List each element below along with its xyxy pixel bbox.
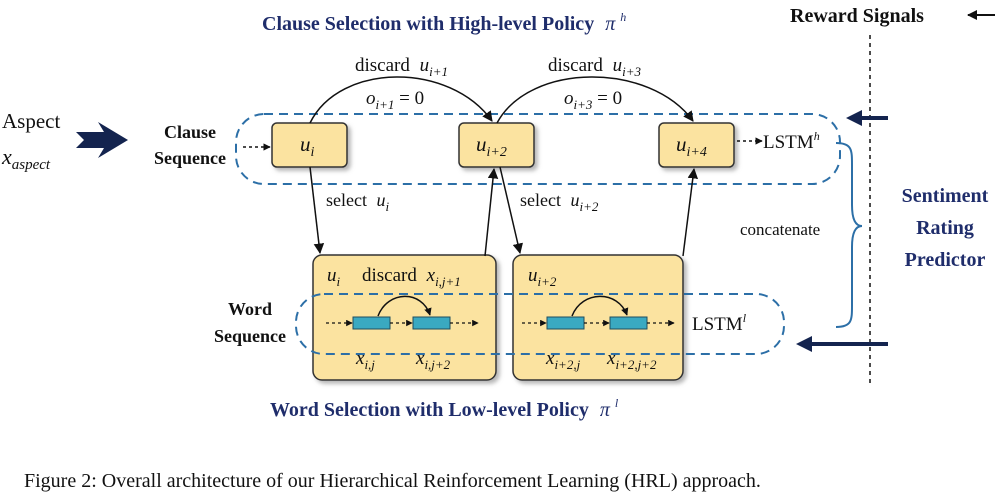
low-policy-title: Word Selection with Low-level Policy π l bbox=[270, 396, 619, 421]
select-arrow-1 bbox=[309, 166, 325, 255]
svg-text:ui+4: ui+4 bbox=[676, 132, 707, 160]
aspect-variable: xaspect bbox=[1, 144, 51, 173]
svg-text:discard xi,j+1: discard xi,j+1 bbox=[362, 265, 461, 289]
panel1-to-clause2-arrow bbox=[484, 167, 499, 257]
reward-arrow-low bbox=[796, 336, 888, 352]
panel2-to-clause4-arrow bbox=[682, 167, 699, 257]
reward-signals-label: Reward Signals bbox=[790, 5, 924, 27]
select-label-1: select ui bbox=[326, 190, 389, 214]
discard-arc-2 bbox=[496, 76, 694, 124]
discard-label-2: discard ui+3 bbox=[548, 55, 642, 79]
svg-text:xi,j+2: xi,j+2 bbox=[415, 348, 451, 372]
clause-box-u-i-plus-2: ui+2 bbox=[458, 122, 535, 168]
high-policy-title: Clause Selection with High-level Policy … bbox=[262, 10, 626, 35]
aspect-label: Aspect bbox=[2, 109, 60, 133]
word-panel-u-i: ui discard xi,j+1 xi,j xi,j+2 bbox=[312, 254, 497, 381]
concatenate-brace bbox=[835, 142, 863, 328]
select-label-2: select ui+2 bbox=[520, 190, 599, 214]
clause-sequence-container bbox=[235, 113, 841, 185]
sentiment-label-3: Predictor bbox=[905, 249, 986, 271]
sentiment-label-2: Rating bbox=[916, 217, 974, 239]
lstm-high-label: LSTMh bbox=[763, 129, 820, 153]
svg-text:xi,j: xi,j bbox=[355, 348, 375, 372]
option-label-1: oi+1 = 0 bbox=[366, 88, 424, 112]
sentiment-label-1: Sentiment bbox=[902, 185, 989, 207]
word-sequence-container bbox=[295, 293, 785, 355]
svg-text:xi+2,j+2: xi+2,j+2 bbox=[606, 348, 657, 372]
svg-text:ui+2: ui+2 bbox=[528, 265, 557, 289]
svg-text:ui: ui bbox=[327, 265, 341, 289]
clause-box-u-i: ui bbox=[271, 122, 348, 168]
discard-label-1: discard ui+1 bbox=[355, 55, 448, 79]
aspect-input-arrow bbox=[76, 122, 128, 158]
reward-arrow-high bbox=[846, 110, 888, 126]
word-sequence-label-1: Word bbox=[228, 299, 272, 319]
svg-text:ui: ui bbox=[300, 132, 315, 160]
word-sequence-label-2: Sequence bbox=[214, 326, 286, 346]
select-arrow-2 bbox=[499, 166, 523, 255]
discard-arc-1 bbox=[309, 76, 493, 124]
clause-sequence-label-1: Clause bbox=[164, 122, 216, 142]
lstm-low-label: LSTMl bbox=[692, 311, 747, 335]
clause-sequence-label-2: Sequence bbox=[154, 148, 226, 168]
svg-text:xi+2,j: xi+2,j bbox=[545, 348, 581, 372]
svg-text:ui+2: ui+2 bbox=[476, 132, 507, 160]
clause-box-u-i-plus-4: ui+4 bbox=[658, 122, 735, 168]
option-label-2: oi+3 = 0 bbox=[564, 88, 622, 112]
concatenate-label: concatenate bbox=[740, 220, 820, 239]
figure-caption: Figure 2: Overall architecture of our Hi… bbox=[24, 470, 761, 492]
word-panel-u-i-plus-2: ui+2 xi+2,j xi+2,j+2 bbox=[512, 254, 684, 381]
